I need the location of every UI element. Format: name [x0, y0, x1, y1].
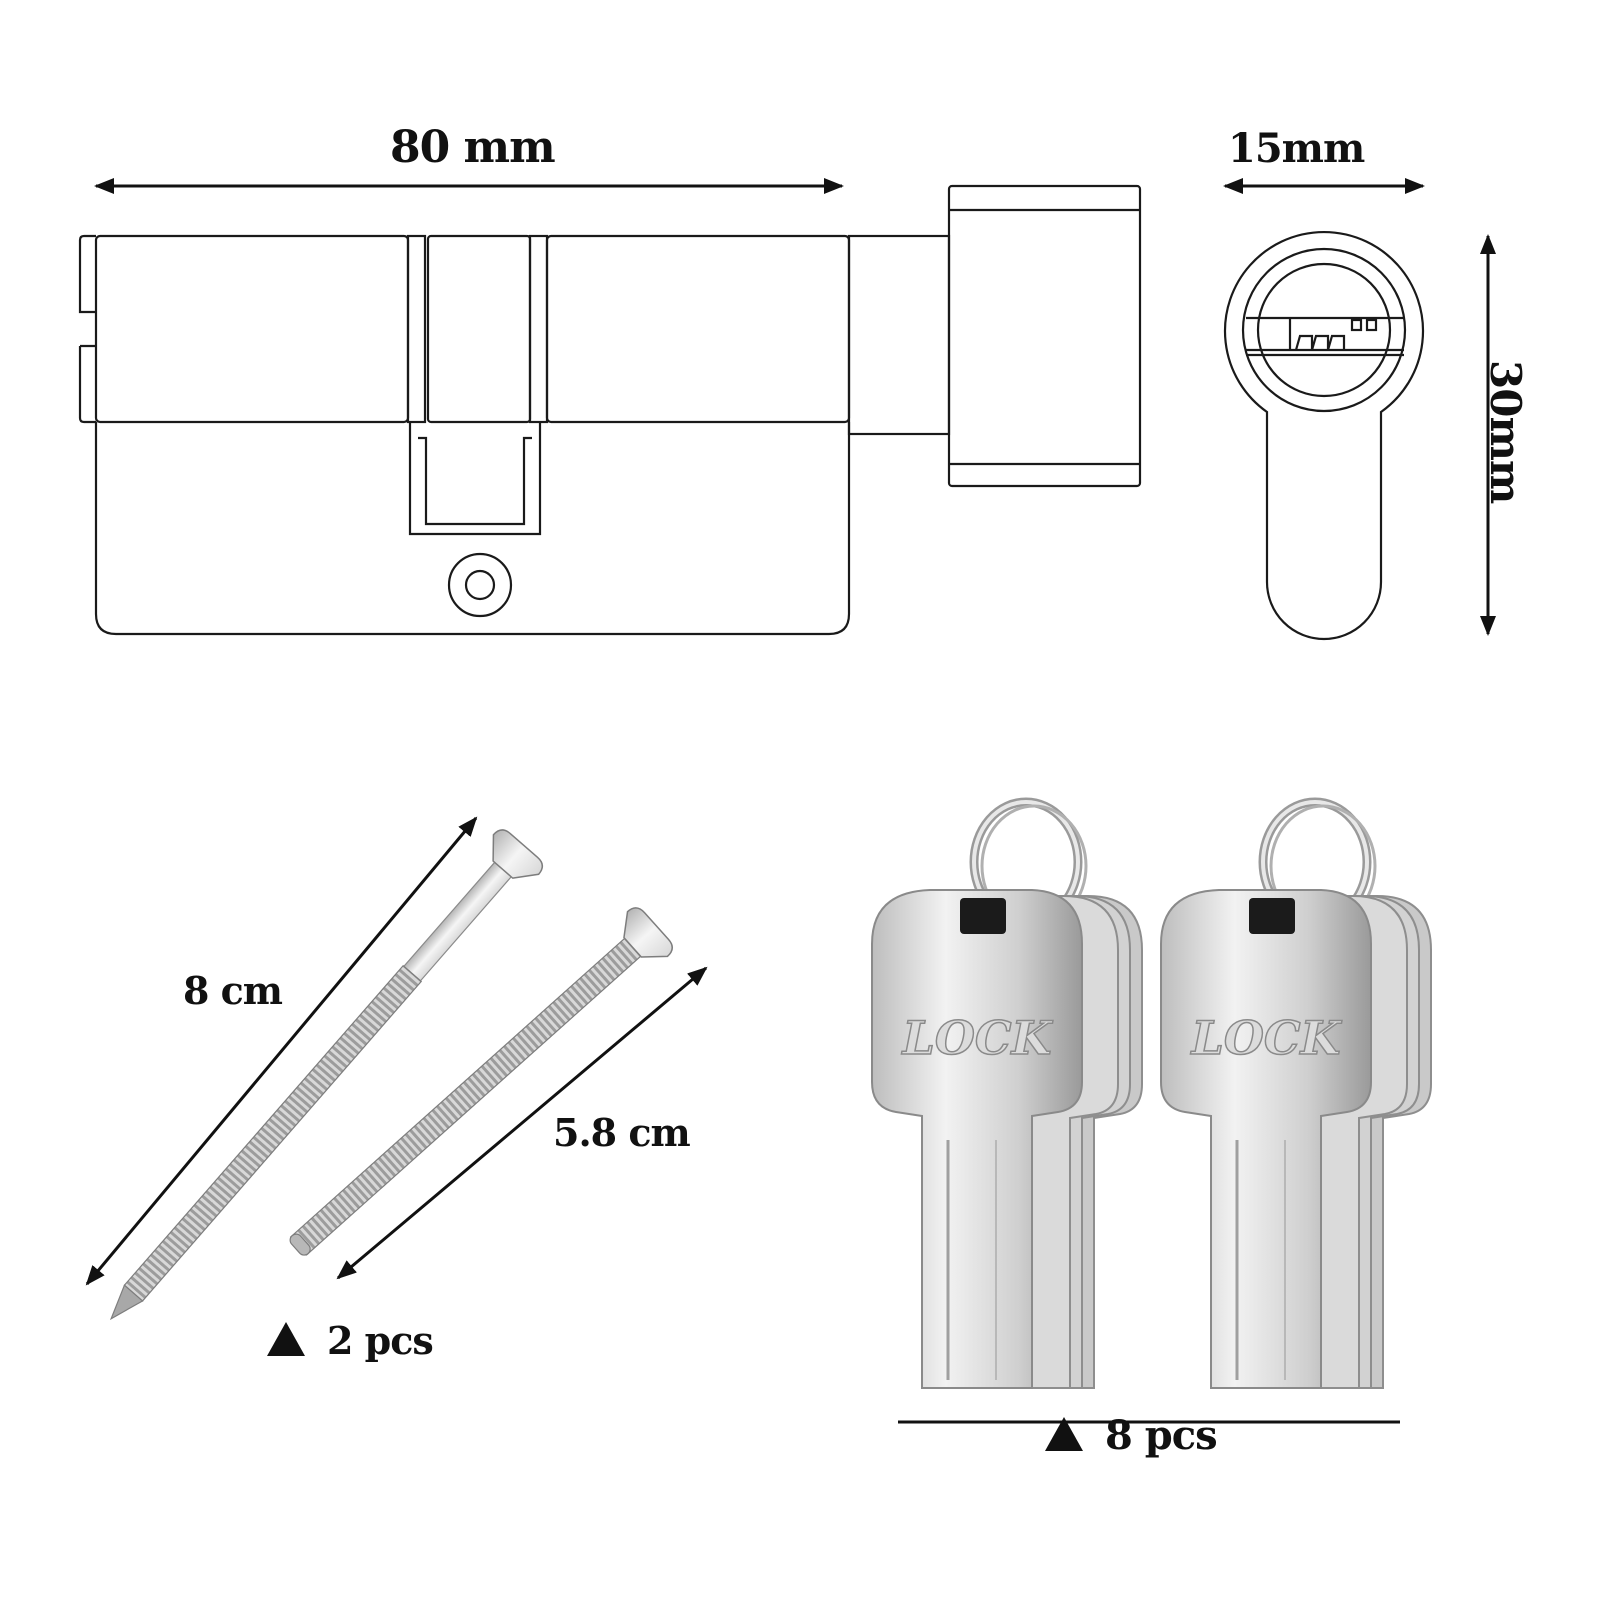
long-screw-length-label: 8 cm [183, 968, 283, 1013]
key-right-front [1160, 889, 1372, 1389]
short-screw-length-label: 5.8 cm [553, 1110, 691, 1155]
short-screw-dimension-arrow [336, 966, 708, 1280]
screw-quantity-text: 2 pcs [327, 1318, 434, 1363]
screw-hole [447, 552, 513, 618]
key-right-head-text: LOCK [1189, 1011, 1342, 1065]
key-quantity: 8 pcs [1045, 1412, 1218, 1459]
long-screw [109, 829, 544, 1321]
key-quantity-text: 8 pcs [1105, 1412, 1218, 1459]
width-dimension-label: 15mm [1228, 125, 1365, 172]
key-left-head-text: LOCK [900, 1011, 1053, 1065]
screw-quantity: 2 pcs [267, 1318, 434, 1363]
key-left-front [871, 889, 1083, 1389]
cylinder-side-view [78, 178, 1142, 636]
long-screw-dimension-arrow [85, 816, 478, 1286]
thumb-turn-knob [947, 184, 1142, 488]
length-dimension-label: 80 mm [390, 122, 556, 173]
triangle-icon [1045, 1417, 1083, 1451]
triangle-icon [267, 1322, 305, 1356]
short-screw [289, 907, 673, 1256]
screws-illustration [85, 816, 708, 1321]
height-dimension-label: 30mm [1481, 360, 1530, 504]
key-set-right: LOCK [1160, 797, 1432, 1389]
cylinder-front-view [1223, 178, 1496, 641]
key-set-left: LOCK [871, 797, 1143, 1389]
